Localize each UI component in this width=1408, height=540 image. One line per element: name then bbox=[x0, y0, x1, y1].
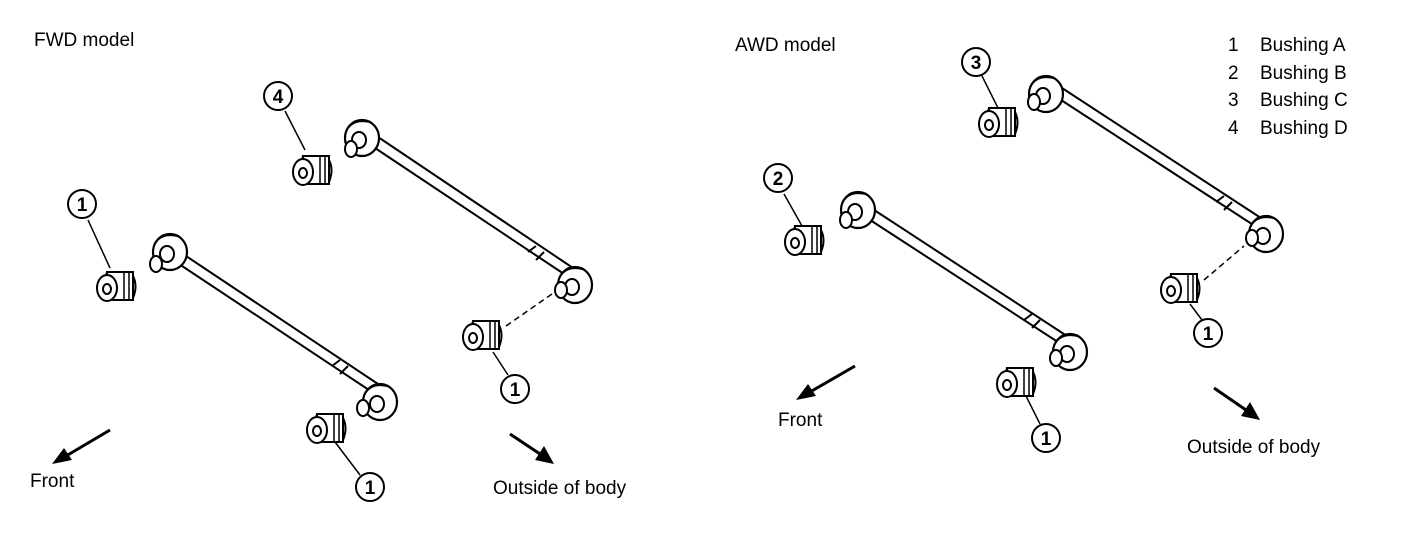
legend-number: 2 bbox=[1228, 62, 1239, 84]
fwd-rear-arm bbox=[292, 118, 594, 351]
legend-name: Bushing A bbox=[1260, 35, 1346, 56]
fwd-callout-circle-3 bbox=[355, 472, 385, 502]
fwd-callout-text: 1 bbox=[510, 380, 521, 401]
fwd-front-arm bbox=[96, 232, 399, 444]
awd-callout-circle-4 bbox=[1193, 318, 1223, 348]
awd-front-inner-bushing bbox=[784, 225, 825, 256]
fwd-front-outer-bushing bbox=[306, 413, 347, 444]
legend-number: 1 bbox=[1228, 35, 1239, 56]
awd-callout-circle-3 bbox=[1031, 423, 1061, 453]
fwd-front-inner-bushing bbox=[96, 271, 137, 302]
awd-rear-outer-bushing bbox=[1160, 273, 1201, 304]
fwd-rear-outer-bushing bbox=[462, 320, 503, 351]
fwd-callout-circle-2 bbox=[263, 81, 293, 111]
awd-outside-arrow bbox=[1213, 386, 1260, 420]
awd-callout-circle-2 bbox=[763, 163, 793, 193]
awd-rear-arm bbox=[978, 74, 1285, 304]
fwd-rear-inner-bushing bbox=[292, 155, 333, 186]
legend-name: Bushing B bbox=[1260, 62, 1347, 84]
awd-outside-label: Outside of body bbox=[1187, 437, 1321, 458]
awd-front-arrow bbox=[796, 364, 856, 400]
awd-callout-text: 1 bbox=[1203, 324, 1214, 345]
awd-callout-text: 3 bbox=[971, 53, 982, 74]
legend-name: Bushing D bbox=[1260, 117, 1348, 139]
fwd-callout-circle-1 bbox=[67, 189, 97, 219]
fwd-callout-text: 1 bbox=[77, 195, 88, 216]
awd-leader-lines bbox=[783, 75, 1203, 425]
fwd-outside-arrow bbox=[509, 432, 554, 464]
awd-front-label: Front bbox=[778, 410, 823, 431]
fwd-callout-text: 1 bbox=[365, 478, 376, 499]
legend-row: 3 Bushing C bbox=[1228, 87, 1348, 115]
fwd-callout-circle-4 bbox=[500, 374, 530, 404]
fwd-outside-label: Outside of body bbox=[493, 478, 627, 499]
awd-callout-circle-1 bbox=[961, 47, 991, 77]
legend-name: Bushing C bbox=[1260, 90, 1348, 111]
legend-row: 4 Bushing D bbox=[1228, 115, 1348, 143]
legend-row: 2 Bushing B bbox=[1228, 60, 1348, 88]
fwd-front-arrow bbox=[52, 428, 111, 464]
legend-row: 1 Bushing A bbox=[1228, 32, 1348, 60]
fwd-leader-lines bbox=[87, 110, 509, 476]
fwd-callout-text: 4 bbox=[273, 87, 284, 108]
awd-front-outer-bushing bbox=[996, 367, 1037, 398]
awd-callout-text: 2 bbox=[773, 169, 784, 190]
fwd-panel-title: FWD model bbox=[34, 30, 135, 51]
fwd-front-label: Front bbox=[30, 471, 75, 492]
legend-number: 4 bbox=[1228, 117, 1239, 139]
awd-rear-inner-bushing bbox=[978, 107, 1019, 138]
bushing-legend: 1 Bushing A 2 Bushing B 3 Bushing C 4 Bu… bbox=[1228, 32, 1348, 142]
awd-callout-text: 1 bbox=[1041, 429, 1052, 450]
legend-number: 3 bbox=[1228, 90, 1239, 111]
awd-panel-title: AWD model bbox=[735, 35, 836, 56]
awd-front-arm bbox=[784, 190, 1089, 398]
